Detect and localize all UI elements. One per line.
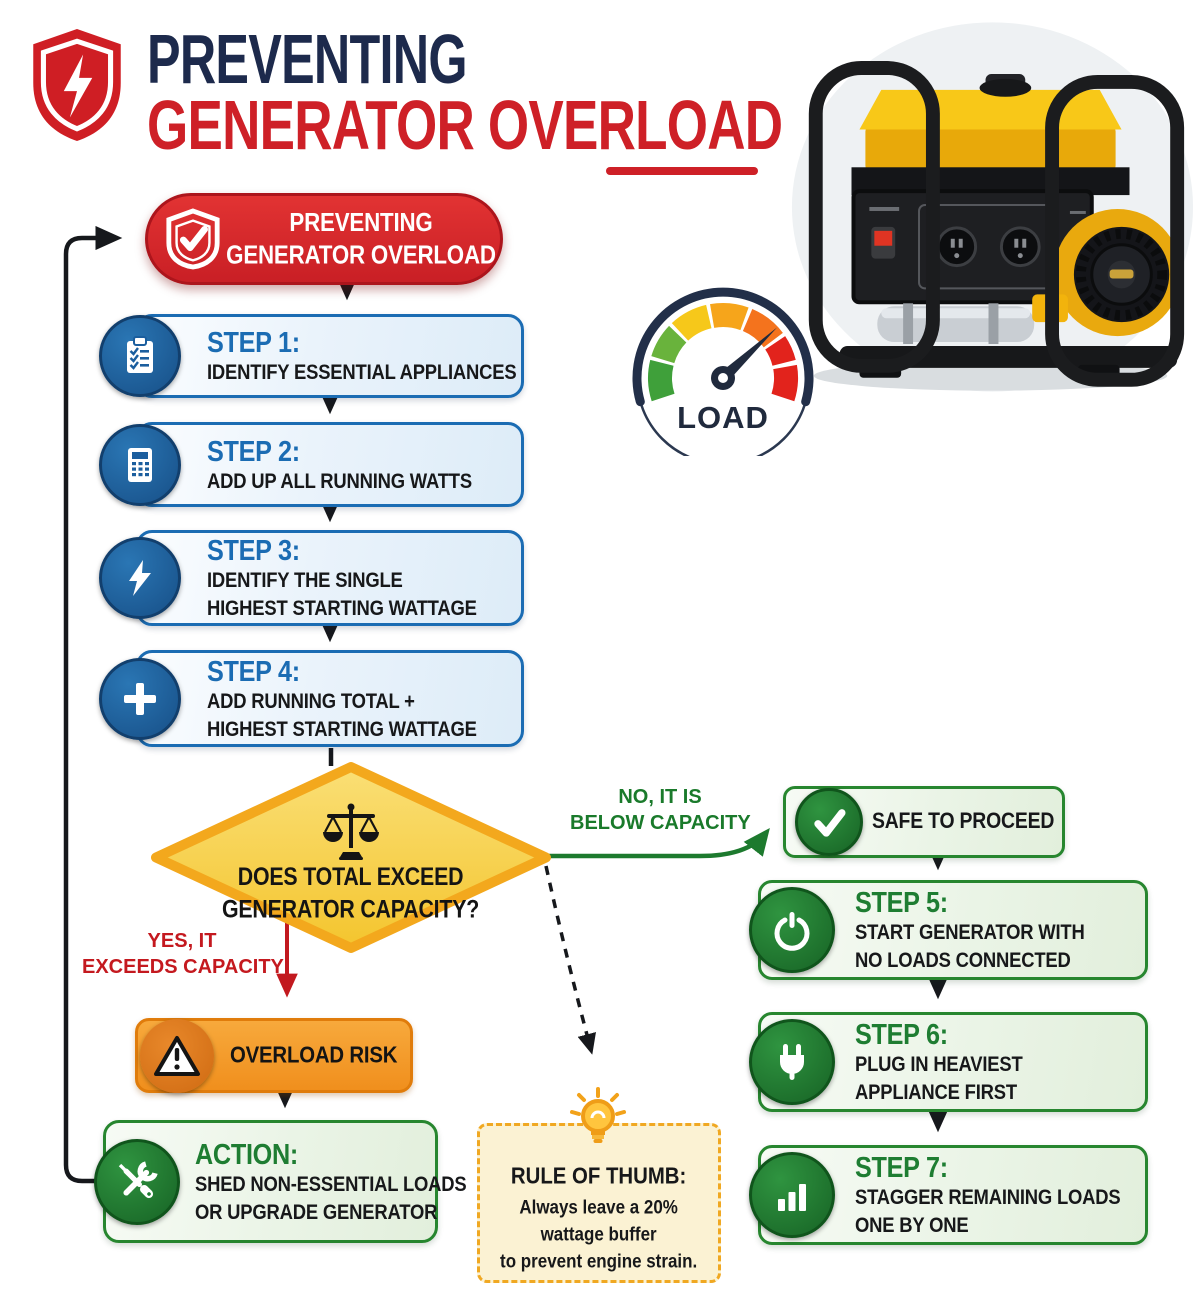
shield-check-icon: [166, 208, 220, 270]
gauge-label: LOAD: [677, 400, 769, 435]
step-3-desc1: IDENTIFY THE SINGLE: [207, 569, 403, 593]
title-underline: [606, 167, 758, 175]
step-5-box: STEP 5: START GENERATOR WITH NO LOADS CO…: [749, 880, 1148, 980]
no-branch-line1: NO, IT IS: [618, 786, 702, 808]
rule-of-thumb-box: RULE OF THUMB: Always leave a 20% wattag…: [477, 1123, 721, 1283]
step-2-label: STEP 2:: [207, 433, 300, 468]
yes-branch-line2: EXCEEDS CAPACITY: [82, 956, 284, 978]
power-icon: [749, 887, 835, 973]
overload-risk-box: OVERLOAD RISK: [135, 1018, 413, 1093]
outlet-icon: [999, 226, 1041, 268]
decision-diamond: DOES TOTAL EXCEED GENERATOR CAPACITY?: [150, 761, 552, 954]
step-2-desc: ADD UP ALL RUNNING WATTS: [207, 469, 472, 494]
step-5-desc1: START GENERATOR WITH: [855, 921, 1085, 945]
action-desc2: OR UPGRADE GENERATOR: [195, 1200, 438, 1225]
scales-icon: [323, 803, 379, 860]
lightning-bolt-icon: [63, 54, 93, 118]
page-title-line2: GENERATOR OVERLOAD: [147, 86, 783, 165]
plug-icon: [749, 1019, 835, 1105]
step-4-desc2: HIGHEST STARTING WATTAGE: [207, 717, 477, 742]
step-6-box: STEP 6: PLUG IN HEAVIEST APPLIANCE FIRST: [749, 1012, 1148, 1112]
check-icon: [795, 788, 863, 856]
step-7-box: STEP 7: STAGGER REMAINING LOADS ONE BY O…: [749, 1145, 1148, 1245]
overload-risk-label: OVERLOAD RISK: [230, 1042, 398, 1068]
rule-title: RULE OF THUMB:: [511, 1163, 687, 1189]
generator-illustration: [791, 22, 1194, 392]
start-node-text: PREVENTING GENERATOR OVERLOAD: [226, 207, 496, 272]
decision-line1: DOES TOTAL EXCEED: [238, 862, 464, 891]
rule-line2: wattage buffer: [540, 1222, 658, 1245]
step-4-label: STEP 4:: [207, 653, 300, 688]
step-6-label: STEP 6:: [855, 1017, 948, 1051]
gauge-needle: [718, 327, 777, 383]
step-1-box: STEP 1: IDENTIFY ESSENTIAL APPLIANCES: [99, 314, 524, 398]
yes-branch-label: YES, IT EXCEEDS CAPACITY: [82, 928, 284, 980]
action-box: ACTION: SHED NON-ESSENTIAL LOADS OR UPGR…: [94, 1120, 467, 1243]
step-2-box: STEP 2: ADD UP ALL RUNNING WATTS: [99, 422, 524, 507]
step-1-desc: IDENTIFY ESSENTIAL APPLIANCES: [207, 361, 517, 385]
step-3-desc2: HIGHEST STARTING WATTAGE: [207, 597, 477, 621]
no-branch-label: NO, IT IS BELOW CAPACITY: [570, 784, 751, 836]
outlet-icon: [936, 226, 978, 268]
step-4-box: STEP 4: ADD RUNNING TOTAL + HIGHEST STAR…: [99, 650, 524, 747]
warning-triangle-icon: [140, 1018, 214, 1093]
yes-branch-line1: YES, IT: [147, 930, 217, 952]
decision-line2: GENERATOR CAPACITY?: [222, 894, 480, 923]
load-gauge: LOAD: [632, 287, 814, 456]
step-3-box: STEP 3: IDENTIFY THE SINGLE HIGHEST STAR…: [99, 530, 524, 626]
step-6-desc1: PLUG IN HEAVIEST: [855, 1053, 1023, 1077]
bar-chart-icon: [749, 1152, 835, 1238]
safe-to-proceed-label: SAFE TO PROCEED: [872, 809, 1055, 834]
shield-bolt-logo: [33, 29, 121, 141]
rule-line1: Always leave a 20%: [519, 1195, 679, 1219]
page-title-line1: PREVENTING: [147, 20, 467, 99]
step-4-desc1: ADD RUNNING TOTAL +: [207, 689, 415, 714]
step-7-desc1: STAGGER REMAINING LOADS: [855, 1186, 1121, 1210]
safe-to-proceed-box: SAFE TO PROCEED: [783, 786, 1065, 858]
step-5-desc2: NO LOADS CONNECTED: [855, 949, 1071, 973]
start-line2: GENERATOR OVERLOAD: [226, 240, 496, 270]
start-node: PREVENTING GENERATOR OVERLOAD: [145, 193, 503, 285]
rule-line3: to prevent engine strain.: [500, 1249, 698, 1272]
page-title: PREVENTING GENERATOR OVERLOAD: [147, 20, 961, 165]
start-line1: PREVENTING: [289, 207, 433, 237]
step-7-label: STEP 7:: [855, 1150, 948, 1184]
no-branch-line2: BELOW CAPACITY: [570, 812, 751, 834]
step-7-desc2: ONE BY ONE: [855, 1214, 969, 1238]
action-desc1: SHED NON-ESSENTIAL LOADS: [195, 1172, 467, 1197]
lightbulb-icon: [570, 1087, 626, 1143]
step-3-label: STEP 3:: [207, 533, 300, 567]
step-1-label: STEP 1:: [207, 325, 300, 359]
step-5-label: STEP 5:: [855, 885, 948, 919]
step-6-desc2: APPLIANCE FIRST: [855, 1081, 1017, 1105]
action-label: ACTION:: [195, 1136, 299, 1171]
